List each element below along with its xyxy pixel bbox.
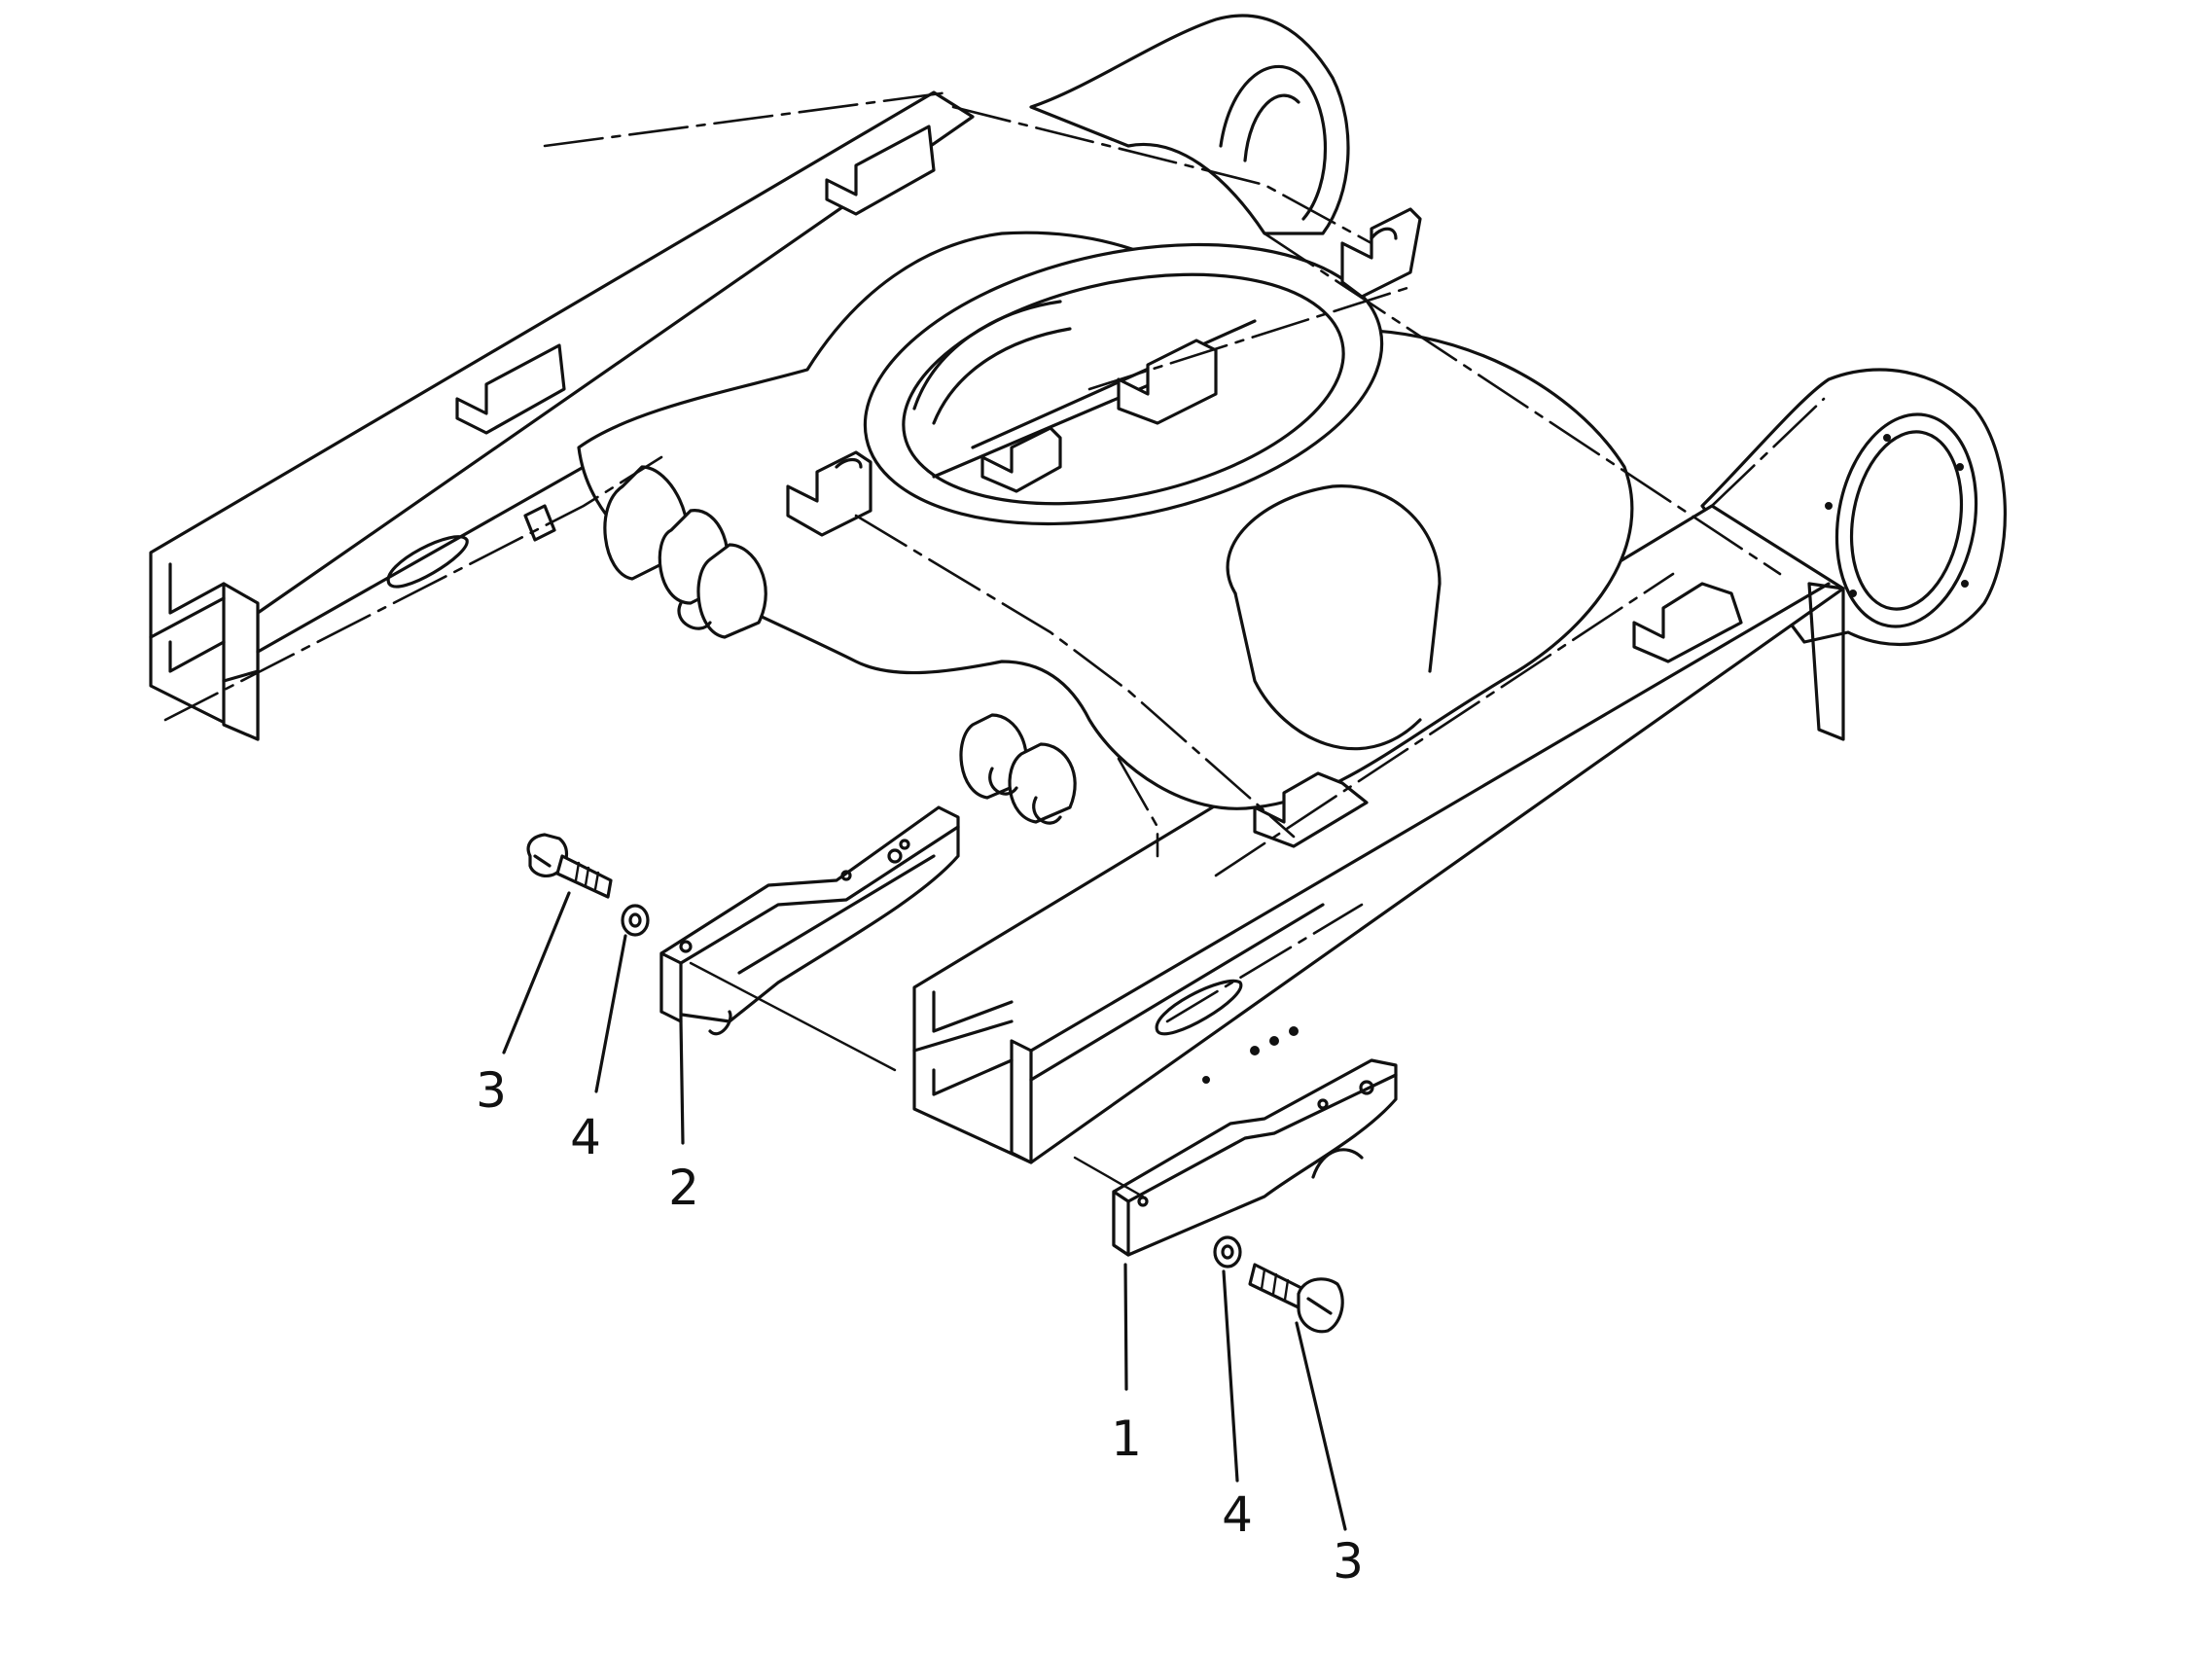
callout-3-right: 3 — [1333, 1533, 1364, 1590]
track-frame — [149, 14, 2007, 1164]
left-side-rail — [149, 90, 975, 741]
leader-lines — [502, 891, 1347, 1531]
callout-labels: 3 4 2 1 4 3 — [476, 1062, 1364, 1590]
track-guard-left-part-2 — [659, 805, 960, 1072]
centerlines — [163, 90, 1826, 1023]
callout-3-left: 3 — [476, 1062, 507, 1119]
bolt-right-part-3 — [1248, 1263, 1344, 1334]
track-guard-right-part-1 — [1073, 1058, 1398, 1257]
callout-4-right: 4 — [1222, 1486, 1253, 1543]
bolt-left-part-3 — [526, 833, 613, 899]
washer-left-part-4 — [621, 904, 650, 937]
washer-right-part-4 — [1213, 1235, 1242, 1269]
callout-2: 2 — [668, 1160, 699, 1216]
callout-4-left: 4 — [570, 1109, 601, 1165]
rear-drum-housing — [1029, 14, 1350, 235]
callout-1: 1 — [1111, 1411, 1142, 1467]
